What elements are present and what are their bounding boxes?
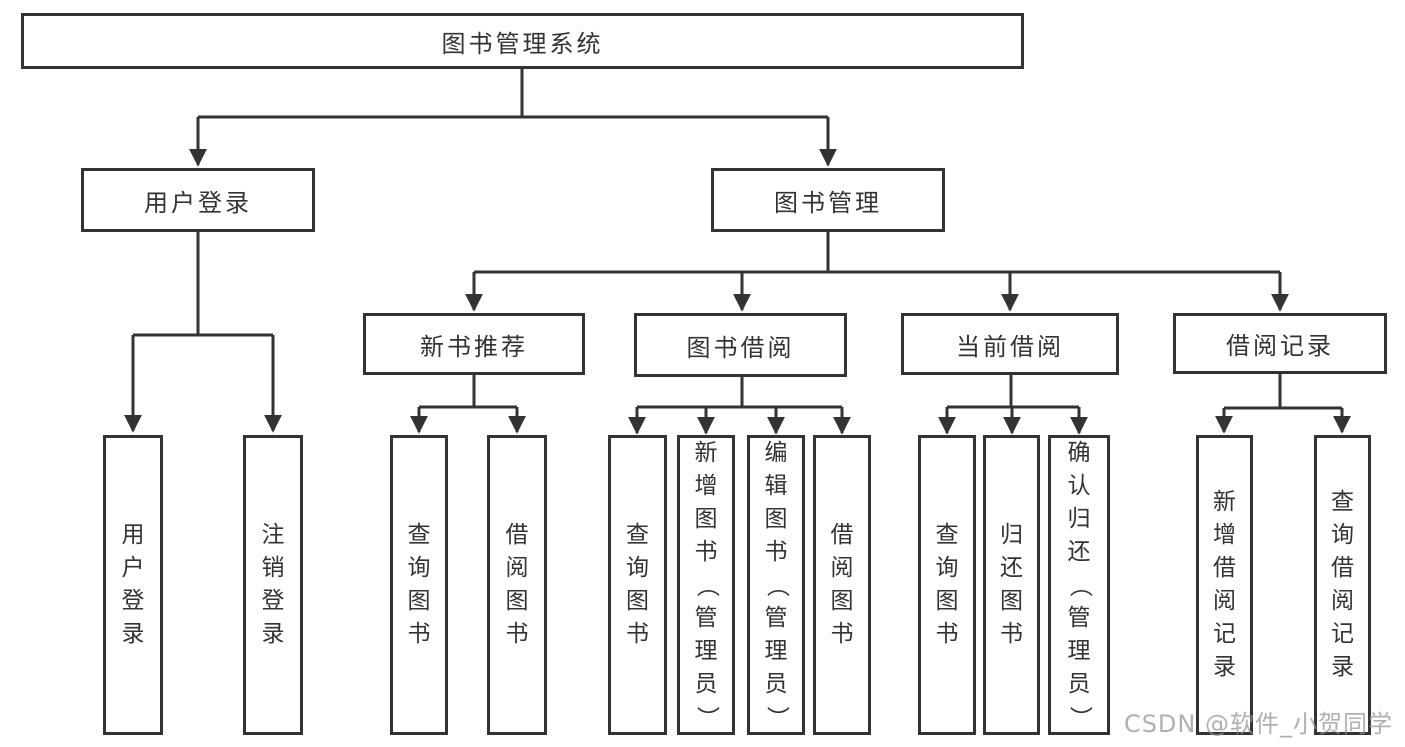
leaf-edit-books-admin: 编辑图书（管理员） xyxy=(747,435,805,735)
leaf-query-books-1: 查询图书 xyxy=(390,435,448,735)
leaf-query-borrow-record: 查询借阅记录 xyxy=(1314,435,1371,735)
node-borrow-records: 借阅记录 xyxy=(1173,313,1387,374)
node-book-borrowing: 图书借阅 xyxy=(634,313,847,377)
node-book-borrowing-label: 图书借阅 xyxy=(686,333,795,362)
leaf-borrow-books-2-label: 借阅图书 xyxy=(830,522,854,647)
leaf-return-books: 归还图书 xyxy=(983,435,1040,735)
leaf-borrow-books-1: 借阅图书 xyxy=(487,435,547,735)
leaf-query-books-1-label: 查询图书 xyxy=(407,522,431,647)
leaf-confirm-return-admin: 确认归还（管理员） xyxy=(1048,435,1110,735)
leaf-query-books-3-label: 查询图书 xyxy=(935,522,959,647)
leaf-borrow-books-2: 借阅图书 xyxy=(813,435,871,735)
node-book-management-label: 图书管理 xyxy=(774,188,882,217)
leaf-query-books-2-label: 查询图书 xyxy=(626,522,649,647)
leaf-return-books-label: 归还图书 xyxy=(1000,522,1023,647)
node-book-management: 图书管理 xyxy=(711,168,945,232)
leaf-add-borrow-record: 新增借阅记录 xyxy=(1196,435,1253,735)
leaf-query-borrow-record-label: 查询借阅记录 xyxy=(1331,489,1354,680)
node-current-borrowing: 当前借阅 xyxy=(901,313,1119,375)
leaf-borrow-books-1-label: 借阅图书 xyxy=(505,522,529,647)
node-user-login: 用户登录 xyxy=(81,168,315,232)
node-user-login-label: 用户登录 xyxy=(144,188,252,217)
leaf-add-books-admin-label: 新增图书（管理员） xyxy=(693,439,720,729)
leaf-user-login-label: 用户登录 xyxy=(121,522,145,647)
csdn-watermark: CSDN @软件_小贺同学 xyxy=(1123,710,1393,738)
leaf-add-borrow-record-label: 新增借阅记录 xyxy=(1213,489,1236,680)
leaf-add-books-admin: 新增图书（管理员） xyxy=(677,435,735,735)
leaf-logout-label: 注销登录 xyxy=(261,522,285,647)
node-new-book-recommend-label: 新书推荐 xyxy=(420,332,528,361)
leaf-query-books-3: 查询图书 xyxy=(918,435,976,735)
node-new-book-recommend: 新书推荐 xyxy=(363,313,585,375)
node-root-system-label: 图书管理系统 xyxy=(441,29,604,58)
leaf-logout: 注销登录 xyxy=(243,435,303,735)
leaf-query-books-2: 查询图书 xyxy=(608,435,667,735)
leaf-confirm-return-admin-label: 确认归还（管理员） xyxy=(1066,439,1093,729)
leaf-edit-books-admin-label: 编辑图书（管理员） xyxy=(763,439,790,729)
leaf-user-login: 用户登录 xyxy=(103,435,163,735)
node-current-borrowing-label: 当前借阅 xyxy=(956,332,1064,361)
node-root-system: 图书管理系统 xyxy=(21,13,1024,69)
node-borrow-records-label: 借阅记录 xyxy=(1226,332,1334,360)
